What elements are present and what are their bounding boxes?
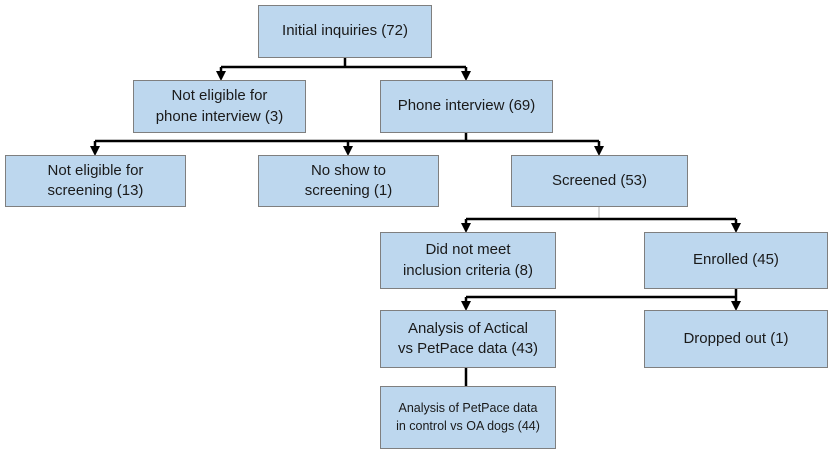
node-not-eligible-phone-interview: Not eligible for phone interview (3): [133, 80, 306, 133]
node-phone-interview: Phone interview (69): [380, 80, 553, 133]
node-analysis-petpace-control-oa: Analysis of PetPace data in control vs O…: [380, 386, 556, 449]
connector-phone-split: [90, 133, 604, 156]
node-analysis-actical-petpace: Analysis of Actical vs PetPace data (43): [380, 310, 556, 368]
node-not-eligible-screening: Not eligible for screening (13): [5, 155, 186, 207]
node-dropped-out: Dropped out (1): [644, 310, 828, 368]
node-screened: Screened (53): [511, 155, 688, 207]
node-initial-inquiries: Initial inquiries (72): [258, 5, 432, 58]
node-no-show-screening: No show to screening (1): [258, 155, 439, 207]
connector-screened-split: [461, 207, 741, 233]
connector-initial-split: [216, 58, 471, 81]
node-enrolled: Enrolled (45): [644, 232, 828, 289]
node-did-not-meet-criteria: Did not meet inclusion criteria (8): [380, 232, 556, 289]
connector-enrolled-split: [461, 289, 741, 311]
